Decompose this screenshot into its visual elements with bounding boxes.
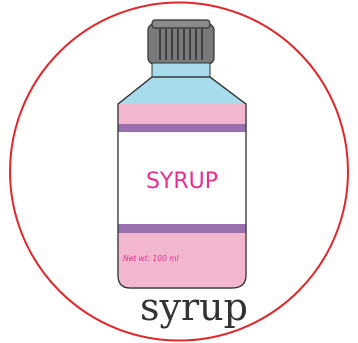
syrup-bottle-icon: SYRUP Net wt: 100 ml [117,19,247,289]
bottle-band-pink-top [118,104,246,126]
label-brand-text: SYRUP [146,169,218,194]
bottle-band-pink-bottom [118,233,246,288]
bottle-cap-icon [147,19,215,65]
bottle-neck [151,62,211,78]
caption-text: syrup [140,285,248,329]
bottle-label-background [118,132,246,224]
bottle-band-purple-bottom [118,224,246,233]
label-net-weight-text: Net wt: 100 ml [123,254,180,263]
bottle-band-purple-top [118,124,246,132]
